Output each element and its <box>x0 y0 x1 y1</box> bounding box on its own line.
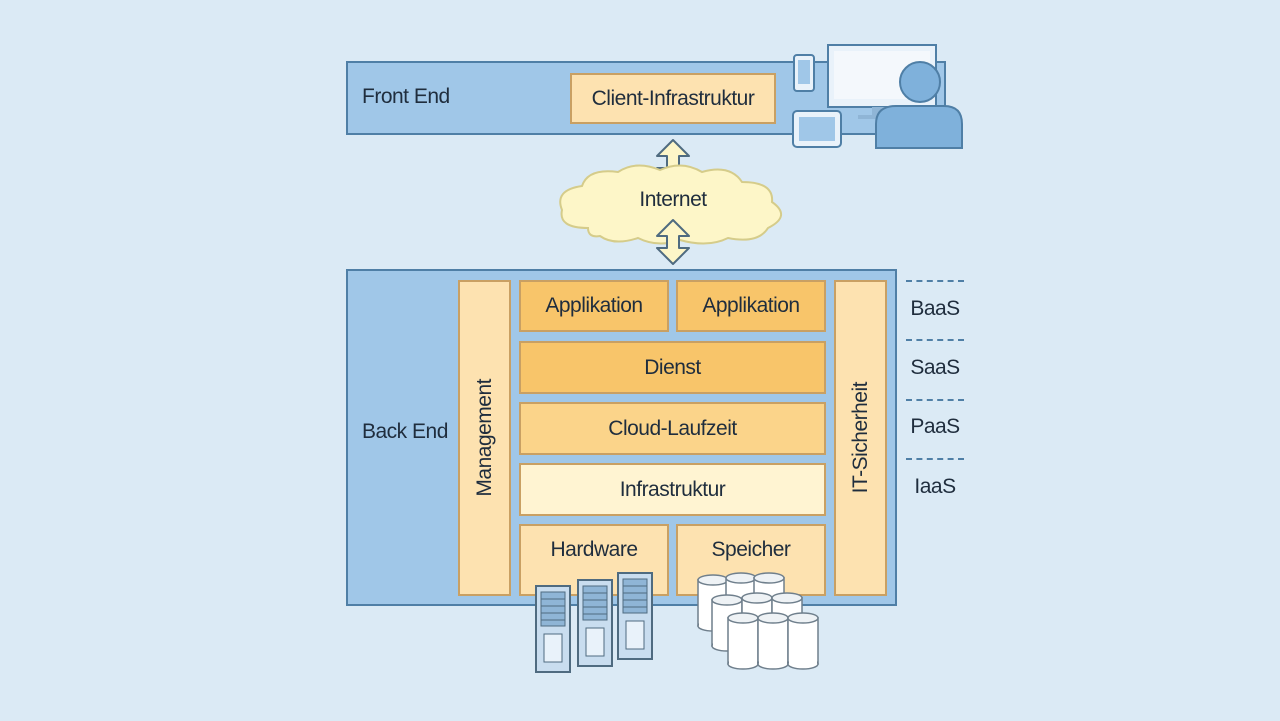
storage-box: Speicher <box>676 524 826 596</box>
server-rack-icon <box>535 585 571 673</box>
double-arrow-icon <box>656 219 690 265</box>
cloud-runtime-box: Cloud-Laufzeit <box>519 402 826 455</box>
service-model-paas: PaaS <box>910 415 960 438</box>
service-divider <box>906 339 964 341</box>
storage-label: Speicher <box>711 538 791 561</box>
service-model-baas: BaaS <box>910 297 960 320</box>
application-box: Applikation <box>519 280 669 332</box>
management-column: Management <box>458 280 511 596</box>
server-racks-illustration <box>535 572 653 673</box>
server-rack-icon <box>617 572 653 660</box>
service-divider <box>906 399 964 401</box>
client-infrastructure-box: Client-Infrastruktur <box>570 73 776 124</box>
management-label: Management <box>472 379 496 497</box>
security-label: IT-Sicherheit <box>848 382 872 494</box>
smartphone-icon <box>793 54 815 92</box>
front-end-label: Front End <box>362 85 450 108</box>
storage-cylinder-icon <box>787 612 819 670</box>
storage-cylinders-illustration <box>697 572 819 670</box>
application-box: Applikation <box>676 280 826 332</box>
service-model-saas: SaaS <box>910 356 960 379</box>
client-devices-illustration <box>792 44 963 149</box>
user-icon <box>875 61 963 149</box>
storage-cylinder-icon <box>757 612 789 670</box>
hardware-label: Hardware <box>550 538 638 561</box>
internet-label: Internet <box>639 188 707 211</box>
service-divider <box>906 280 964 282</box>
storage-cylinder-icon <box>727 612 759 670</box>
server-rack-icon <box>577 579 613 667</box>
back-end-label: Back End <box>362 420 448 443</box>
service-model-iaas: IaaS <box>914 475 956 498</box>
infrastructure-box: Infrastruktur <box>519 463 826 516</box>
cloud-icon <box>559 164 782 245</box>
security-column: IT-Sicherheit <box>834 280 887 596</box>
tablet-icon <box>792 110 842 148</box>
service-box: Dienst <box>519 341 826 394</box>
service-divider <box>906 458 964 460</box>
